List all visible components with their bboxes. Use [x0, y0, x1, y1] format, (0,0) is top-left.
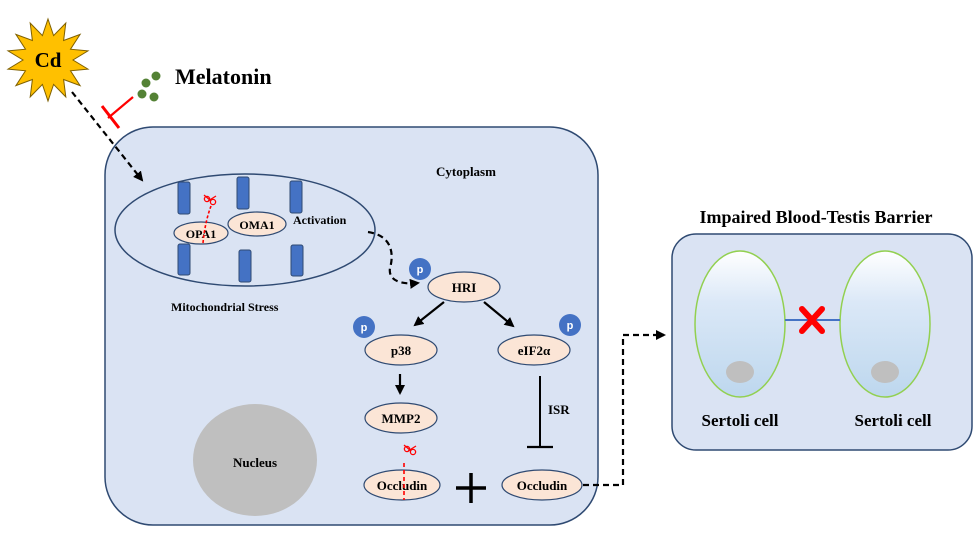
melatonin-inhibition [100, 96, 134, 129]
eif2a-phospho-label: p [567, 320, 574, 332]
p38-node [364, 334, 438, 366]
sertoli-right-label: Sertoli cell [855, 411, 932, 430]
mito-stress-label: Mitochondrial Stress [171, 300, 279, 314]
occludin-right-node [501, 469, 583, 501]
opa1-node [173, 221, 229, 245]
occludin-to-btb-arrow [583, 330, 666, 487]
oma1-node [227, 211, 287, 237]
sertoli-cell-left [694, 250, 786, 398]
isr-label: ISR [548, 402, 570, 417]
sertoli-left-nucleus [726, 361, 754, 383]
nucleus [193, 404, 317, 516]
cytoplasm-label: Cytoplasm [436, 164, 496, 179]
eif2a-phospho-badge [559, 314, 581, 336]
melatonin-icon [137, 71, 161, 102]
red-x-icon [799, 306, 825, 334]
activation-label: Activation [293, 213, 347, 227]
plus-icon [456, 473, 486, 503]
p38-phospho-label: p [361, 322, 368, 334]
sertoli-right-nucleus [871, 361, 899, 383]
cd-label: Cd [35, 48, 62, 72]
scissors-icon [403, 444, 417, 500]
occludin-left-node [363, 469, 441, 501]
scissors-icon [202, 194, 217, 244]
oma1-label: OMA1 [239, 218, 274, 232]
activation-to-hri-arrow [367, 230, 420, 289]
p38-label: p38 [391, 343, 412, 358]
hri-node [427, 271, 501, 303]
occludin-right-label: Occludin [517, 478, 568, 493]
starburst-icon [6, 17, 90, 103]
btb-title: Impaired Blood-Testis Barrier [700, 207, 933, 227]
sertoli-cell-right [839, 250, 931, 398]
isr-inhibition [527, 376, 553, 449]
nucleus-label: Nucleus [233, 455, 277, 470]
cd-to-mitochondria-arrow [71, 91, 144, 182]
eif2a-node [497, 334, 571, 366]
hri-phospho-label: p [417, 264, 424, 276]
sertoli-left-label: Sertoli cell [702, 411, 779, 430]
melatonin-label: Melatonin [175, 64, 272, 89]
hri-phospho-badge [409, 258, 431, 280]
hri-to-p38-arrow [413, 301, 445, 327]
mmp2-label: MMP2 [382, 411, 421, 426]
occludin-left-label: Occludin [377, 478, 428, 493]
hri-label: HRI [452, 280, 477, 295]
opa1-label: OPA1 [186, 227, 216, 241]
p38-phospho-badge [353, 316, 375, 338]
mmp2-node [364, 402, 438, 434]
hri-to-eif2a-arrow [483, 301, 515, 328]
eif2a-label: eIF2α [518, 343, 551, 358]
mitochondrial-channels [177, 176, 304, 283]
